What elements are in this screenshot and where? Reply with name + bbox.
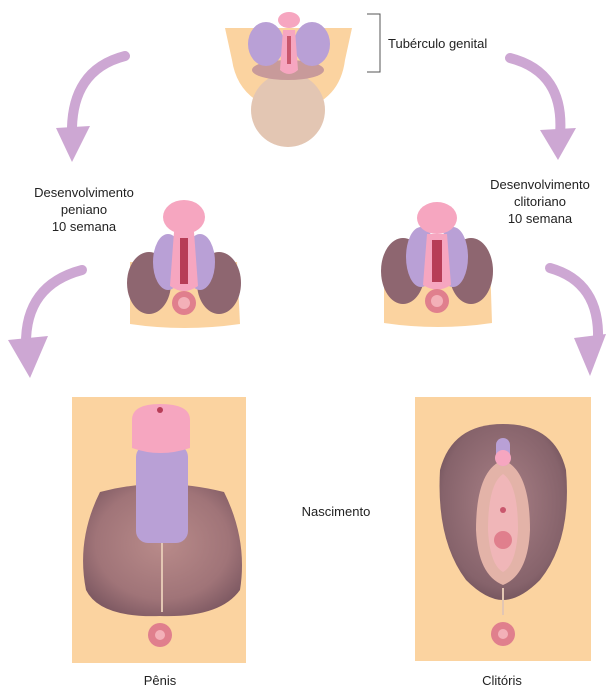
arrow-top-right [510,58,576,160]
clitoral-label-line-2: clitoriano [474,193,606,210]
penile-label-line-1: Desenvolvimento [18,184,150,201]
penile-label-line-2: peniano [18,201,150,218]
genital-tubercle-illustration [225,12,352,147]
tubercle-label: Tubérculo genital [388,35,528,52]
clitoral-development-label: Desenvolvimento clitoriano 10 semana [474,176,606,227]
tubercle-bracket [367,14,380,72]
penis-label: Pênis [120,672,200,689]
clitoris-label: Clitóris [462,672,542,689]
clitoral-label-line-1: Desenvolvimento [474,176,606,193]
clitoral-label-line-3: 10 semana [474,210,606,227]
penile-development-label: Desenvolvimento peniano 10 semana [18,184,150,235]
arrow-mid-left [8,270,82,378]
penis-illustration [72,397,246,663]
arrow-top-left [56,56,125,162]
arrow-mid-right [550,268,606,376]
penile-label-line-3: 10 semana [18,218,150,235]
clitoris-illustration [415,397,591,661]
birth-label: Nascimento [278,503,394,520]
